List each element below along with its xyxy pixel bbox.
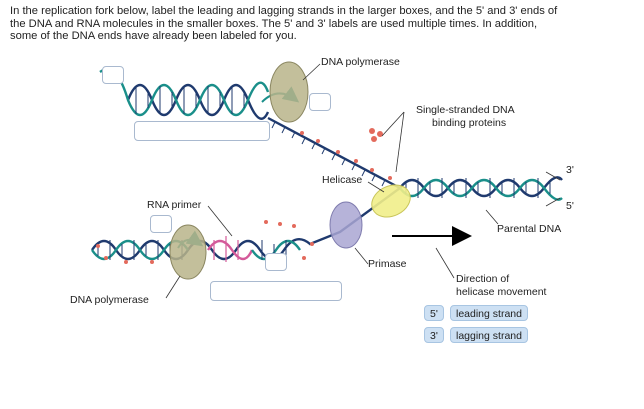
label-helicase: Helicase — [322, 174, 363, 186]
chip-3-prime[interactable]: 3' — [424, 327, 444, 343]
label-ssb-line2: binding proteins — [432, 117, 507, 129]
chip-5-prime[interactable]: 5' — [424, 305, 444, 321]
drop-box-end-primer-left[interactable] — [150, 215, 172, 233]
helicase — [371, 184, 411, 218]
upper-new-strand-helix — [99, 68, 300, 120]
chip-leading-strand[interactable]: leading strand — [450, 305, 528, 321]
label-end-3: 3' — [566, 164, 574, 176]
label-dna-polymerase-bottom: DNA polymerase — [70, 294, 149, 306]
label-rna-primer: RNA primer — [147, 199, 202, 211]
label-dna-polymerase-top: DNA polymerase — [321, 56, 400, 68]
label-end-5: 5' — [566, 200, 574, 212]
ssb-cluster — [369, 128, 383, 142]
instructions: In the replication fork below, label the… — [10, 5, 635, 43]
instruction-line-3: some of the DNA ends have already been l… — [10, 30, 297, 43]
dna-polymerase-top — [269, 61, 309, 123]
dna-polymerase-bottom — [169, 224, 207, 280]
upper-template-strand — [267, 116, 401, 190]
drop-box-end-lower-right[interactable] — [265, 253, 287, 271]
parental-dna-helix — [399, 176, 563, 201]
drop-box-strand-top[interactable] — [134, 121, 270, 141]
drop-box-end-top-right[interactable] — [309, 93, 331, 111]
drop-box-end-top-left[interactable] — [102, 66, 124, 84]
label-ssb-line1: Single-stranded DNA — [416, 104, 515, 116]
leader-lines — [165, 63, 561, 299]
label-primase: Primase — [368, 258, 407, 270]
label-parental-dna: Parental DNA — [497, 223, 562, 235]
drop-box-strand-bottom[interactable] — [210, 281, 342, 301]
primase — [329, 201, 363, 249]
instruction-line-1: In the replication fork below, label the… — [10, 5, 558, 17]
label-direction-line2: helicase movement — [456, 286, 547, 298]
chip-lagging-strand[interactable]: lagging strand — [450, 327, 528, 343]
label-direction-line1: Direction of — [456, 273, 510, 285]
instruction-line-2: the DNA and RNA molecules in the smaller… — [10, 17, 538, 30]
